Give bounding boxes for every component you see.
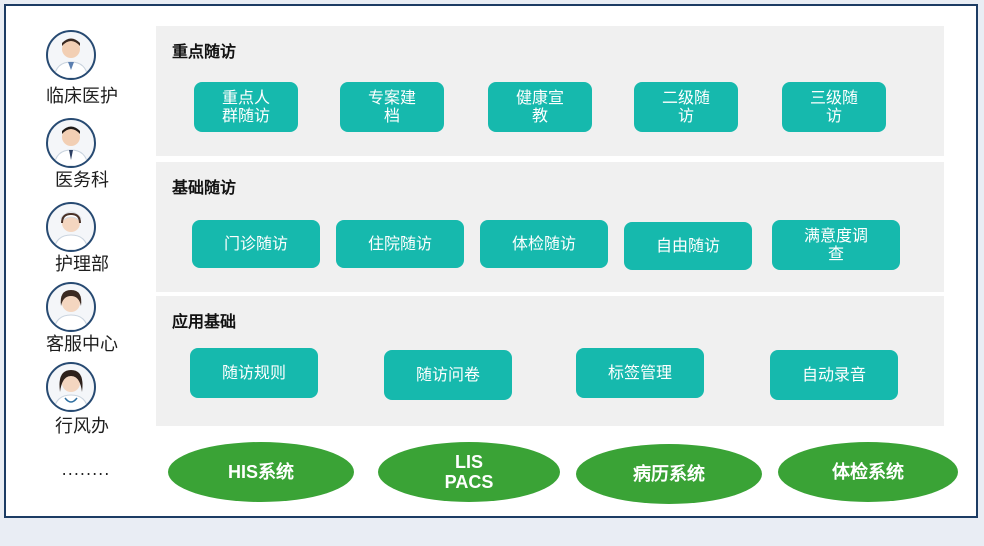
button-outpatient-followup[interactable]: 门诊随访 bbox=[192, 220, 320, 268]
system-medical-records[interactable]: 病历系统 bbox=[576, 444, 762, 504]
role-label: 护理部 bbox=[55, 254, 109, 275]
button-second-level-followup[interactable]: 二级随 访 bbox=[634, 82, 738, 132]
system-his[interactable]: HIS系统 bbox=[168, 442, 354, 502]
button-key-population-followup[interactable]: 重点人 群随访 bbox=[194, 82, 298, 132]
panel-title: 应用基础 bbox=[172, 312, 237, 331]
button-case-filing[interactable]: 专案建 档 bbox=[340, 82, 444, 132]
role-label: 临床医护 bbox=[46, 86, 118, 107]
panel-title: 重点随访 bbox=[172, 42, 237, 61]
panel-application-basis: 应用基础 随访规则 随访问卷 标签管理 自动录音 bbox=[156, 296, 944, 426]
service-female-avatar-icon bbox=[46, 282, 96, 332]
button-health-education[interactable]: 健康宣 教 bbox=[488, 82, 592, 132]
doctor-female-avatar-icon bbox=[46, 362, 96, 412]
button-free-followup[interactable]: 自由随访 bbox=[624, 222, 752, 270]
role-label: 医务科 bbox=[55, 170, 109, 191]
button-inpatient-followup[interactable]: 住院随访 bbox=[336, 220, 464, 268]
diagram-frame: 临床医护 医务科 护理部 客服中心 行风办 ........ 重点随访 重点人 … bbox=[4, 4, 978, 518]
button-satisfaction-survey[interactable]: 满意度调 查 bbox=[772, 220, 900, 270]
button-followup-rules[interactable]: 随访规则 bbox=[190, 348, 318, 398]
role-label: 行风办 bbox=[55, 416, 109, 437]
doctor-male-avatar-icon bbox=[46, 118, 96, 168]
more-roles-ellipsis: ........ bbox=[61, 460, 111, 479]
doctor-male-avatar-icon bbox=[46, 30, 96, 80]
button-third-level-followup[interactable]: 三级随 访 bbox=[782, 82, 886, 132]
role-label: 客服中心 bbox=[46, 334, 118, 355]
system-lis-pacs[interactable]: LIS PACS bbox=[378, 442, 560, 502]
nurse-avatar-icon bbox=[46, 202, 96, 252]
button-physical-exam-followup[interactable]: 体检随访 bbox=[480, 220, 608, 268]
panel-title: 基础随访 bbox=[172, 178, 237, 197]
system-physical-exam[interactable]: 体检系统 bbox=[778, 442, 958, 502]
button-tag-management[interactable]: 标签管理 bbox=[576, 348, 704, 398]
panel-key-followup: 重点随访 重点人 群随访 专案建 档 健康宣 教 二级随 访 三级随 访 bbox=[156, 26, 944, 156]
panel-basic-followup: 基础随访 门诊随访 住院随访 体检随访 自由随访 满意度调 查 bbox=[156, 162, 944, 292]
button-auto-recording[interactable]: 自动录音 bbox=[770, 350, 898, 400]
button-followup-questionnaire[interactable]: 随访问卷 bbox=[384, 350, 512, 400]
